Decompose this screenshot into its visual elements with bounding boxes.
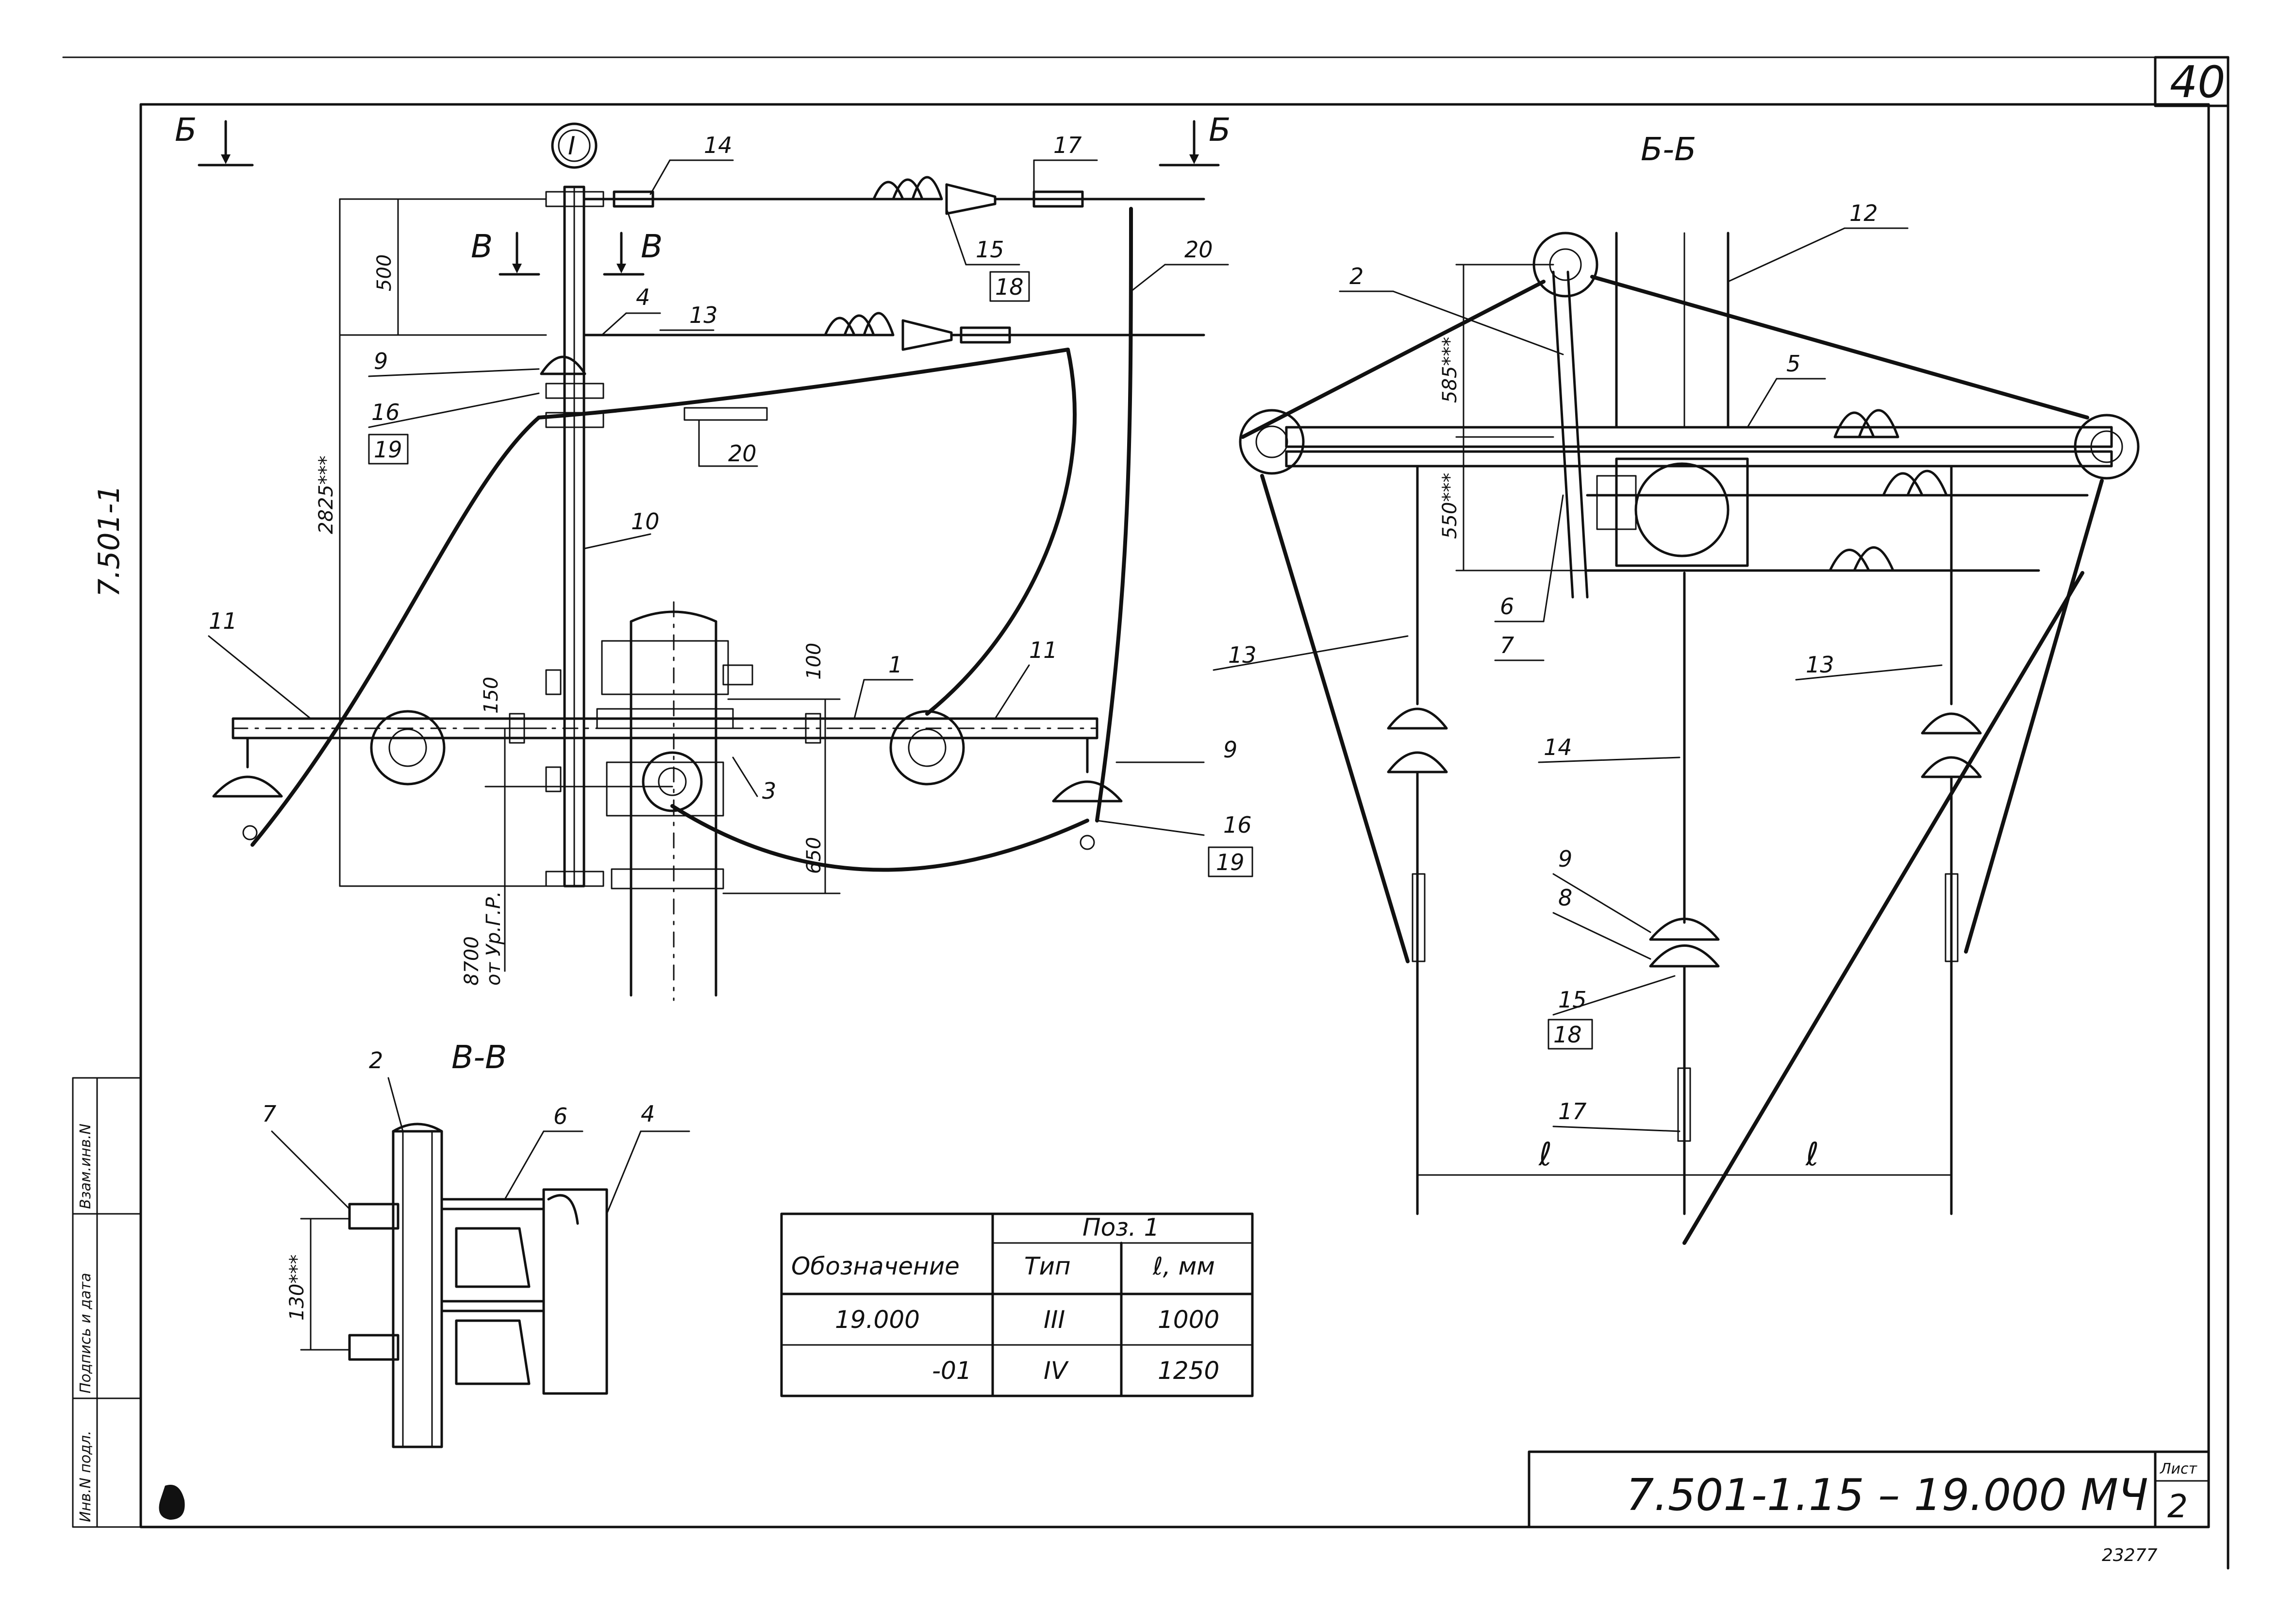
dim-l-left: ℓ <box>1538 1136 1552 1173</box>
pos-18-main: 18 <box>995 274 1024 300</box>
dim-130: 130*** <box>286 1255 308 1321</box>
pos-7-vv: 7 <box>262 1101 276 1127</box>
pos-15-main: 15 <box>976 236 1004 263</box>
pos-15-bb: 15 <box>1558 987 1587 1013</box>
signature-column: Инв.N подл. Подпись и дата Взам.инв.N <box>72 1077 142 1528</box>
pos-17-bb: 17 <box>1558 1098 1587 1124</box>
side-col-replace: Взам.инв.N <box>77 1124 94 1209</box>
pos-19-main: 19 <box>374 436 402 463</box>
side-code: 7.501-1 <box>92 485 126 597</box>
cut-marker-b-right: Б <box>1159 111 1231 167</box>
view-marker: I <box>568 132 575 161</box>
cut-marker-v: В В <box>471 228 663 276</box>
title-stamp: 7.501-1.15 – 19.000 МЧ Лист 2 23277 <box>1528 1450 2210 1565</box>
table-col-length: ℓ, мм <box>1152 1252 1215 1280</box>
sheet-number: 40 <box>2170 57 2226 108</box>
pos-20-top: 20 <box>1184 236 1213 263</box>
section-vv-title: В-В <box>451 1039 507 1076</box>
table-cell: 1250 <box>1158 1357 1219 1385</box>
dim-500: 500 <box>373 254 396 291</box>
insulator-string-top <box>872 176 1205 215</box>
section-bb-view: Б-Б <box>1239 131 2140 1245</box>
pos-11-left: 11 <box>209 608 237 634</box>
dim-585: 585*** <box>1439 337 1461 403</box>
pos-2-bb: 2 <box>1349 263 1364 289</box>
svg-text:Б: Б <box>175 111 197 149</box>
table-col-type: Тип <box>1024 1252 1071 1280</box>
dim-150: 150 <box>480 677 502 714</box>
table-col-designation: Обозначение <box>791 1252 960 1280</box>
side-col-inv: Инв.N подл. <box>77 1430 94 1522</box>
pos-17-main: 17 <box>1053 132 1082 158</box>
table-cell: IV <box>1044 1357 1069 1385</box>
pos-9-right: 9 <box>1223 737 1237 763</box>
pos-3-main: 3 <box>762 778 776 804</box>
cut-marker-b-left: Б <box>175 111 254 167</box>
pos-13-bb-right: 13 <box>1806 652 1834 678</box>
pos-5-bb: 5 <box>1786 351 1800 377</box>
table-cell: 19.000 <box>835 1306 920 1334</box>
pos-11-right: 11 <box>1029 637 1058 663</box>
pos-16-right: 16 <box>1223 812 1252 838</box>
pos-9-bb: 9 <box>1558 846 1572 872</box>
insulator-string-mid <box>824 312 1205 351</box>
dim-l-right: ℓ <box>1805 1136 1819 1173</box>
pos-14-bb: 14 <box>1544 734 1572 760</box>
pos-10-main: 10 <box>631 508 660 535</box>
table-cell: -01 <box>932 1357 972 1385</box>
table-cell: 1000 <box>1158 1306 1219 1334</box>
svg-text:Б: Б <box>1209 111 1231 149</box>
svg-text:В: В <box>641 228 663 265</box>
dim-ground-level: от Ур.Г.Р. <box>482 891 505 986</box>
pos-13-main: 13 <box>689 302 718 328</box>
dim-2825: 2825*** <box>315 455 337 534</box>
position-leaders-main: 14 17 15 18 20 4 13 9 16 19 20 10 11 11 … <box>208 132 1253 877</box>
spec-table: Поз. 1 Обозначение Тип ℓ, мм 19.000 III … <box>780 1212 1254 1397</box>
section-bb-title: Б-Б <box>1641 131 1696 168</box>
main-view: I <box>212 122 1205 1001</box>
drawing-code: 7.501-1.15 – 19.000 МЧ <box>1626 1470 2148 1521</box>
pos-6-vv: 6 <box>553 1103 567 1129</box>
dim-550: 550*** <box>1439 473 1461 539</box>
pos-1-main: 1 <box>888 652 902 678</box>
pos-2-vv: 2 <box>369 1047 383 1074</box>
table-group-header: Поз. 1 <box>1082 1213 1159 1242</box>
sheet-index: 2 <box>2167 1488 2188 1525</box>
side-col-sign: Подпись и дата <box>77 1273 94 1394</box>
section-vv-view: В-В 130*** <box>286 1039 608 1448</box>
pos-14-main: 14 <box>704 132 732 158</box>
pos-19-right: 19 <box>1216 849 1245 875</box>
pos-13-bb-left: 13 <box>1228 642 1257 668</box>
pos-7-bb: 7 <box>1500 632 1514 658</box>
svg-text:В: В <box>471 228 493 265</box>
pos-6-bb: 6 <box>1500 593 1514 620</box>
ink-blot <box>159 1485 185 1520</box>
pos-8-bb: 8 <box>1558 885 1572 911</box>
pos-4-main: 4 <box>636 284 650 310</box>
sheet-frame <box>62 56 2229 1570</box>
pos-16-main: 16 <box>371 399 400 425</box>
position-leaders-vv: 2 7 6 4 <box>262 1047 690 1215</box>
pos-20-main: 20 <box>728 440 757 467</box>
position-leaders-bb: 2 12 5 6 7 13 13 14 9 8 15 18 17 <box>1213 200 1943 1132</box>
pos-18-bb: 18 <box>1553 1022 1582 1048</box>
dim-8700: 8700 <box>461 936 483 986</box>
dim-650: 650 <box>803 837 825 874</box>
table-cell: III <box>1044 1306 1065 1334</box>
sheet-label: Лист <box>2160 1460 2198 1477</box>
pos-4-vv: 4 <box>641 1101 655 1127</box>
pos-9-main: 9 <box>374 348 388 374</box>
dim-100: 100 <box>803 643 825 680</box>
pos-12-bb: 12 <box>1849 200 1878 226</box>
inventory-number: 23277 <box>2102 1545 2158 1565</box>
